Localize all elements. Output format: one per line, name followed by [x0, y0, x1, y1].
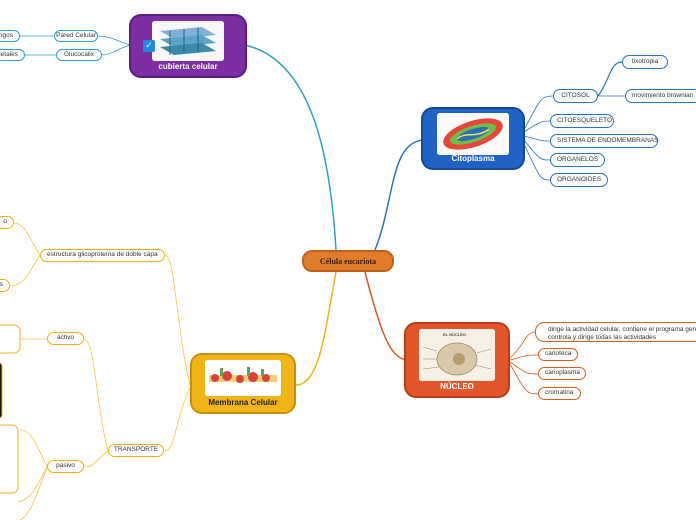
citoplasma-image: [437, 113, 509, 155]
link-root-citoplasma: [374, 139, 426, 251]
link-root-membrana: [295, 271, 337, 386]
nucleo-label: NÚCLEO: [440, 382, 474, 391]
endomembranas-label: SISTEMA DE ENDOMEMBRANAS: [557, 136, 659, 144]
tixotropia-label: tixotropia: [631, 57, 659, 65]
membrana-label: Membrana Celular: [208, 398, 278, 407]
carioplasma-label: carioplasma: [545, 369, 581, 377]
transporte-item[interactable]: TRANSPORTE: [108, 444, 164, 457]
activo-label: activo: [57, 334, 74, 342]
left-fragment-item-2[interactable]: es: [0, 279, 10, 292]
cromatina-item[interactable]: cromatina: [538, 387, 581, 400]
citoesqueleto-item[interactable]: CITOESQUELETO: [550, 114, 614, 128]
carioteca-item[interactable]: carioteca: [538, 348, 578, 361]
nucleo-funcion-item[interactable]: dirige la actividad celular, contiene el…: [535, 322, 696, 342]
cubierta-image: [152, 21, 224, 61]
transporte-label: TRANSPORTE: [113, 446, 159, 454]
citoplasma-label: Citoplasma: [451, 154, 495, 163]
endomembranas-item[interactable]: SISTEMA DE ENDOMEMBRANAS: [550, 134, 659, 148]
membrana-image: [205, 360, 281, 396]
organoides-item[interactable]: ORGANOIDES: [550, 173, 608, 187]
root-node[interactable]: Célula eucariota: [302, 250, 394, 272]
membrana-node[interactable]: Membrana Celular: [190, 353, 296, 414]
movimiento-brownian-label: movimiento brownian: [632, 91, 694, 99]
check-icon: ✓: [145, 41, 153, 51]
tixotropia-item[interactable]: tixotropia: [622, 55, 668, 69]
pared-celular-item[interactable]: Pared Celular: [54, 30, 98, 42]
cubierta-checkbox[interactable]: ✓: [143, 40, 155, 52]
nucleo-image: EL NÚCLEO: [419, 329, 495, 381]
left-fragment-label-1: o: [3, 218, 7, 226]
root-label: Célula eucariota: [319, 256, 377, 266]
citoesqueleto-label: CITOESQUELETO: [557, 116, 613, 124]
pasivo-item[interactable]: pasivo: [47, 460, 84, 473]
movimiento-brownian-item[interactable]: movimiento brownian: [625, 89, 696, 103]
vegetales-label: vegetales: [0, 50, 18, 58]
hongos-label: hongos: [0, 31, 13, 39]
cubierta-node[interactable]: cubierta celular: [129, 14, 247, 78]
carioteca-label: carioteca: [545, 350, 572, 358]
organoides-label: ORGANOIDES: [557, 175, 602, 183]
glucocalix-item[interactable]: Glucocalix: [56, 49, 102, 61]
estructura-item[interactable]: estructura glicoproteína de doble capa: [40, 249, 165, 262]
nucleo-node[interactable]: EL NÚCLEO NÚCLEO: [404, 322, 510, 398]
activo-item[interactable]: activo: [47, 332, 84, 345]
nucleo-funcion-line1: dirige la actividad celular, contiene el…: [548, 326, 696, 333]
cromatina-label: cromatina: [545, 389, 574, 397]
citosol-item[interactable]: CITOSOL: [553, 89, 598, 103]
left-fragment-label-2: es: [0, 281, 3, 289]
glucocalix-label: Glucocalix: [64, 50, 94, 58]
left-fragment-item-1[interactable]: o: [0, 216, 14, 229]
nucleo-image-caption: EL NÚCLEO: [443, 332, 466, 337]
nucleo-funcion-line2: controla y dirige todas las actividades: [548, 333, 657, 341]
estructura-label: estructura glicoproteína de doble capa: [47, 251, 158, 259]
pared-celular-label: Pared Celular: [56, 31, 96, 39]
link-root-cubierta: [244, 44, 337, 251]
hongos-item[interactable]: hongos: [0, 30, 20, 42]
organelos-item[interactable]: ORGANELOS: [550, 153, 605, 167]
carioplasma-item[interactable]: carioplasma: [538, 367, 586, 380]
citosol-label: CITOSOL: [561, 91, 590, 99]
link-root-nucleo: [364, 271, 409, 361]
vegetales-item[interactable]: vegetales: [0, 49, 25, 61]
pasivo-label: pasivo: [56, 462, 75, 470]
organelos-label: ORGANELOS: [557, 155, 599, 163]
cubierta-label: cubierta celular: [158, 62, 218, 71]
citoplasma-node[interactable]: Citoplasma: [421, 107, 525, 170]
